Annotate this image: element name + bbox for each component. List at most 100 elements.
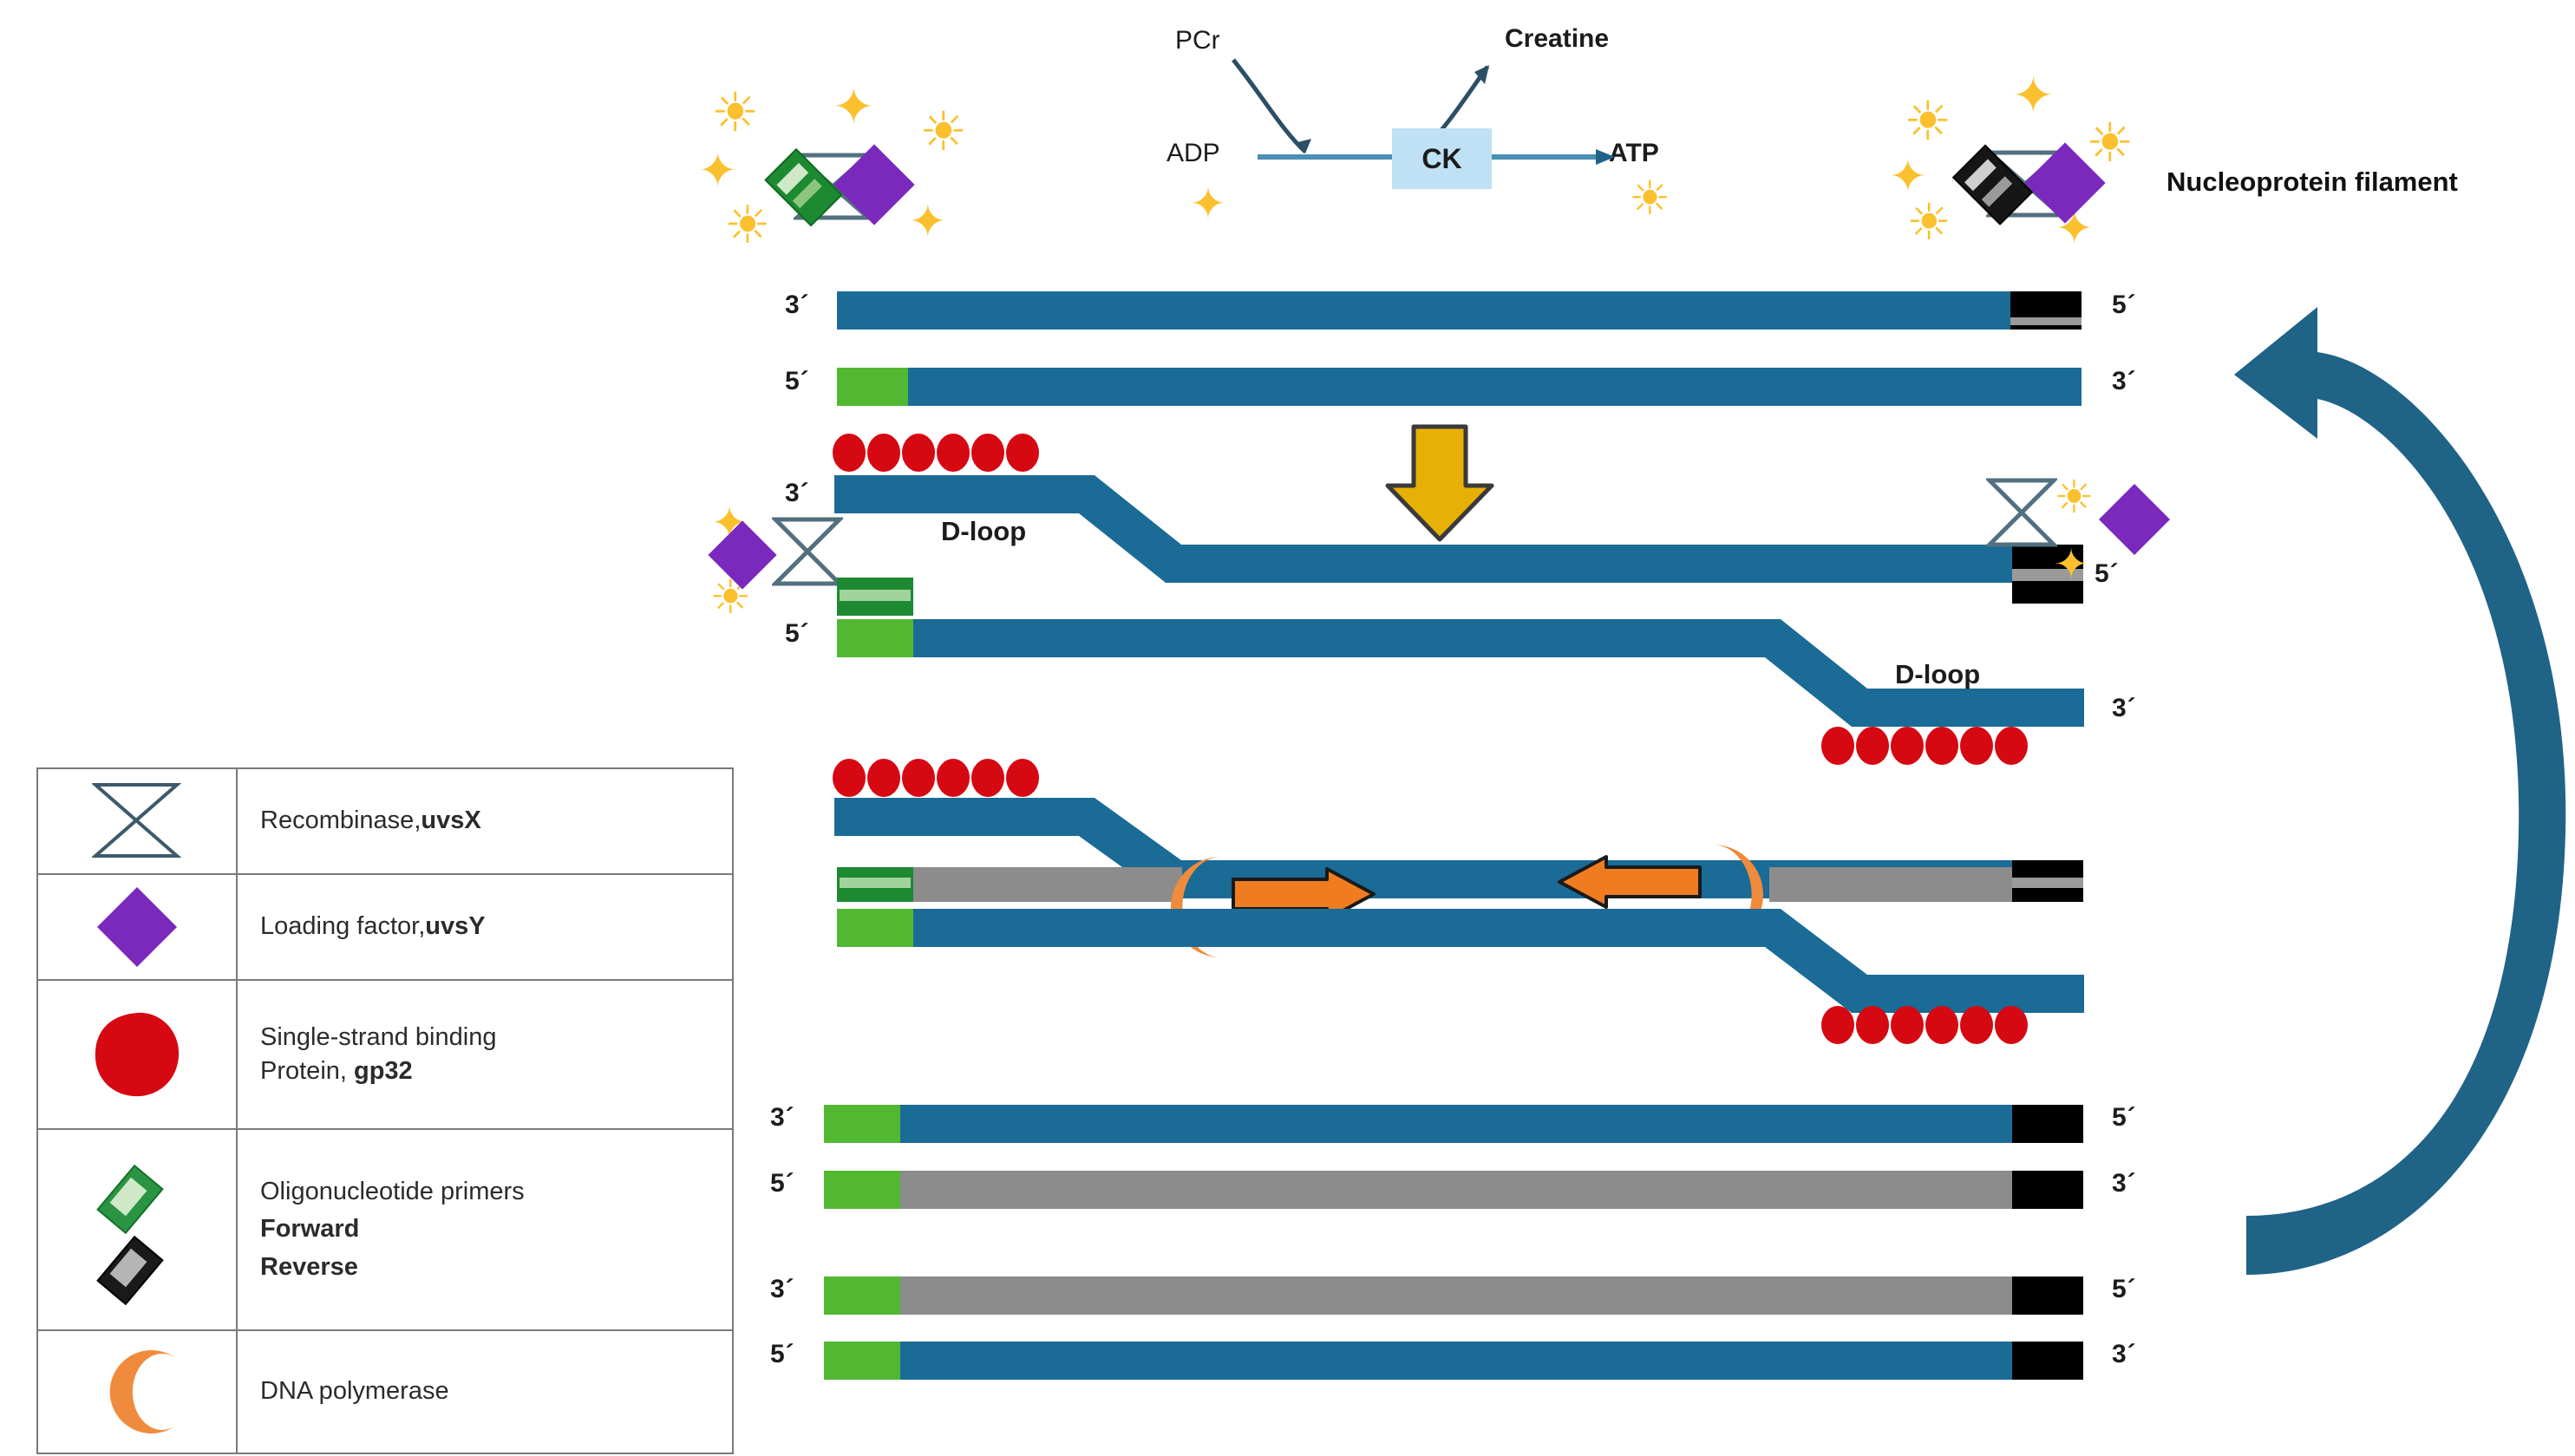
- end-label-5prime: 5´: [2095, 559, 2120, 588]
- gp32-bead: [833, 759, 866, 797]
- displaced-strand-upper: [834, 475, 2083, 583]
- legend-text-bold: uvsX: [421, 806, 481, 835]
- gp32-bead-cluster-left: [833, 759, 1039, 797]
- reverse-primer-block: [2012, 545, 2083, 604]
- template-strand: [900, 1342, 2012, 1380]
- gp32-bead-cluster-right: [1821, 727, 2028, 765]
- legend-label-loading-factor: Loading factor, uvsY: [238, 875, 732, 979]
- legend-label-ssb-protein: Single-strand binding Protein, gp32: [238, 981, 732, 1128]
- forward-primer-icon: [96, 1164, 177, 1235]
- gp32-bead: [1891, 1006, 1924, 1044]
- legend-text-reverse: Reverse: [260, 1252, 358, 1281]
- end-label-5prime: 5´: [770, 1169, 795, 1198]
- gp32-bead: [1995, 1006, 2028, 1044]
- legend-item-loading-factor: Loading factor, uvsY: [38, 875, 732, 981]
- legend-label-recombinase: Recombinase, uvsX: [238, 769, 732, 873]
- legend-text-line2-plain: Protein,: [260, 1057, 354, 1085]
- gp32-bead: [971, 759, 1004, 797]
- new-strand: [900, 1171, 2012, 1209]
- gp32-bead: [971, 434, 1004, 472]
- pcr-label: PCr: [1175, 26, 1220, 55]
- dna-polymerase-pacman-icon: [38, 1331, 238, 1453]
- legend-text-forward: Forward: [260, 1215, 360, 1244]
- reverse-primer-icon: [96, 1235, 177, 1306]
- ck-enzyme-box: CK: [1392, 128, 1492, 189]
- recombinase-hourglass-icon: [1986, 478, 2057, 547]
- sparkle-icon: ☀: [2054, 473, 2095, 523]
- ssb-protein-blob-icon: [38, 981, 238, 1128]
- template-strand-bottom: [908, 368, 2082, 406]
- end-label-3prime: 3´: [2112, 1340, 2137, 1368]
- gp32-bead: [902, 434, 935, 472]
- reverse-primer-site-block: [2010, 291, 2082, 330]
- template-strand: [900, 1105, 2012, 1143]
- gp32-bead-cluster-left: [833, 434, 1039, 472]
- legend-text-plain: Oligonucleotide primers: [260, 1178, 525, 1206]
- legend-text-plain: Loading factor,: [260, 912, 426, 941]
- dloop-label-right: D-loop: [1895, 659, 1981, 689]
- end-label-5prime: 5´: [770, 1340, 795, 1368]
- legend-label-primers: Oligonucleotide primers Forward Reverse: [238, 1130, 732, 1329]
- sparkle-icon: ✦: [833, 79, 875, 135]
- reverse-primer-block: [2012, 867, 2083, 902]
- legend-item-polymerase: DNA polymerase: [38, 1331, 732, 1453]
- new-strand-forward: [913, 867, 1182, 902]
- gp32-bead: [937, 434, 970, 472]
- legend-label-polymerase: DNA polymerase: [260, 1377, 449, 1406]
- gp32-bead: [1925, 727, 1958, 765]
- end-label-5prime: 5´: [785, 367, 810, 395]
- recombinase-hourglass-icon: [38, 769, 238, 873]
- forward-primer-block: [824, 1342, 900, 1380]
- gp32-bead: [1960, 1006, 1993, 1044]
- adp-to-ck-line: [1258, 154, 1392, 160]
- sparkle-icon: ✦: [909, 197, 947, 247]
- reverse-extension-arrow-icon: [1558, 855, 1702, 909]
- sparkle-icon: ✦: [1190, 180, 1226, 228]
- end-label-3prime: 3´: [2112, 1169, 2137, 1198]
- sparkle-icon: ✦: [2054, 542, 2089, 588]
- legend-item-primers: Oligonucleotide primers Forward Reverse: [38, 1130, 732, 1331]
- legend-text-plain: Single-strand binding: [260, 1022, 497, 1051]
- end-label-3prime: 3´: [770, 1275, 795, 1303]
- new-strand-reverse: [1769, 867, 2012, 902]
- forward-primer-block: [824, 1105, 900, 1143]
- sparkle-icon: ☀: [724, 196, 771, 254]
- end-label-3prime: 3´: [2112, 367, 2137, 395]
- step-down-arrow-icon: [1385, 424, 1494, 542]
- gp32-bead: [1960, 727, 1993, 765]
- forward-primer-upper-band: [837, 578, 913, 616]
- sparkle-icon: ☀: [919, 102, 968, 162]
- end-label-5prime: 5´: [2112, 291, 2137, 319]
- sparkle-icon: ☀: [711, 83, 760, 143]
- gp32-bead: [1821, 727, 1854, 765]
- atp-label: ATP: [1609, 139, 1659, 167]
- creatine-label: Creatine: [1505, 24, 1610, 53]
- gp32-bead: [1891, 727, 1924, 765]
- forward-primer-site-block: [837, 368, 908, 406]
- oligonucleotide-primers-icon: [38, 1130, 238, 1329]
- loading-factor-icon: [2098, 483, 2171, 556]
- new-strand: [900, 1276, 2012, 1315]
- legend-item-ssb-protein: Single-strand binding Protein, gp32: [38, 981, 732, 1130]
- gp32-bead: [1995, 727, 2028, 765]
- gp32-bead: [1006, 759, 1039, 797]
- reverse-primer-block: [2012, 1105, 2083, 1143]
- gp32-bead: [1856, 1006, 1889, 1044]
- gp32-bead: [1006, 434, 1039, 472]
- gp32-bead: [833, 434, 866, 472]
- gp32-bead: [867, 434, 900, 472]
- reverse-primer-block: [2012, 1171, 2083, 1209]
- legend-box: Recombinase, uvsX Loading factor, uvsY S…: [36, 767, 734, 1454]
- template-strand-lower-bent: [913, 909, 2084, 1013]
- end-label-3prime: 3´: [770, 1103, 795, 1132]
- gp32-bead: [1925, 1006, 1958, 1044]
- legend-text-plain: Recombinase,: [260, 806, 422, 835]
- end-label-5prime: 5´: [785, 619, 810, 648]
- sparkle-icon: ✦: [2012, 68, 2055, 124]
- sparkle-icon: ☀: [1904, 92, 1952, 152]
- forward-primer-upper-band: [837, 867, 913, 902]
- reverse-primer-block: [2012, 1276, 2083, 1315]
- atp-arrowhead-icon: [1596, 149, 1615, 165]
- gp32-bead: [1856, 727, 1889, 765]
